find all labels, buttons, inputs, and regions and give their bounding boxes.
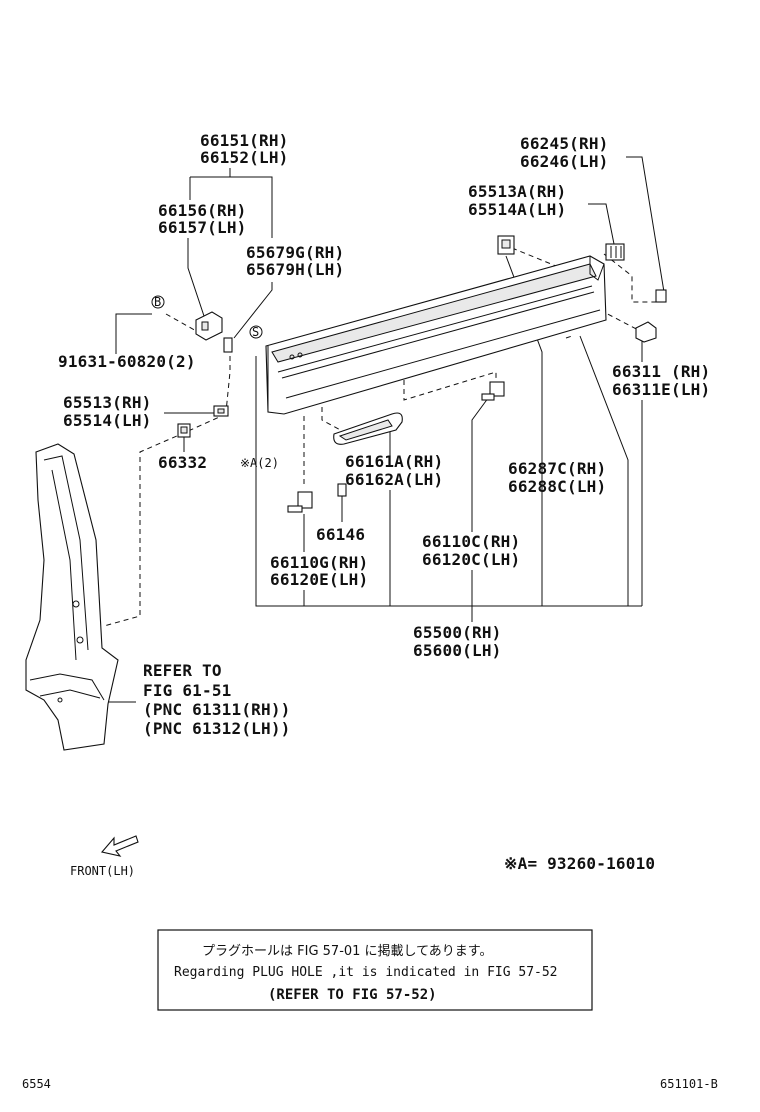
label-ref-a2: ※A(2) xyxy=(240,456,279,470)
refer-line-2[interactable]: FIG 61-51 xyxy=(143,681,232,700)
label-66245[interactable]: 66245(RH) xyxy=(520,134,609,153)
pillar-edge-3 xyxy=(29,673,105,701)
label-66146[interactable]: 66146 xyxy=(316,525,365,544)
pillar-edge-2 xyxy=(51,469,77,661)
callout-s: S xyxy=(249,325,263,339)
panel-groove-2 xyxy=(281,291,595,379)
label-66151[interactable]: 66151(RH) xyxy=(200,131,289,150)
leader-65679 xyxy=(233,282,273,339)
panel-edge-right xyxy=(589,256,605,281)
label-65513[interactable]: 65513(RH) xyxy=(63,393,152,412)
leader-65500-panel xyxy=(579,335,629,606)
label-65600[interactable]: 65600(LH) xyxy=(413,641,502,660)
refer-line-1: REFER TO xyxy=(143,661,222,680)
label-66287c[interactable]: 66287C(RH) xyxy=(508,459,606,478)
clip-66287c[interactable] xyxy=(497,235,515,255)
dash-66311 xyxy=(599,309,643,333)
leader-66151 xyxy=(190,176,273,238)
label-66162a[interactable]: 66162A(LH) xyxy=(345,470,443,489)
label-66152[interactable]: 66152(LH) xyxy=(200,148,289,167)
door-pillar-61311[interactable] xyxy=(25,443,119,751)
label-65514a[interactable]: 65514A(LH) xyxy=(468,200,566,219)
dash-66245 xyxy=(603,253,656,303)
label-66110c[interactable]: 66110C(RH) xyxy=(422,532,520,551)
label-66288c[interactable]: 66288C(LH) xyxy=(508,477,606,496)
label-66332[interactable]: 66332 xyxy=(158,453,207,472)
label-65514[interactable]: 65514(LH) xyxy=(63,411,152,430)
dash-panel xyxy=(565,335,573,339)
pillar-hole-2 xyxy=(76,636,84,644)
pillar-edge-4 xyxy=(39,689,101,699)
note-ref[interactable]: (REFER TO FIG 57-52) xyxy=(268,987,437,1003)
refer-line-3: (PNC 61311(RH)) xyxy=(143,700,291,719)
pillar-hole-3 xyxy=(57,697,63,703)
bracket-66311[interactable] xyxy=(635,321,657,343)
label-66246[interactable]: 66246(LH) xyxy=(520,152,609,171)
front-arrow-icon xyxy=(100,835,139,857)
note-en: Regarding PLUG HOLE ,it is indicated in … xyxy=(174,965,558,980)
pillar-hole-1 xyxy=(72,600,80,608)
leader-65513a xyxy=(588,203,615,245)
panel-hole-2 xyxy=(297,352,303,358)
label-66157[interactable]: 66157(LH) xyxy=(158,218,247,237)
leader-65500-bracket xyxy=(255,356,642,607)
clip-66332[interactable] xyxy=(177,423,191,438)
pillar-edge-1 xyxy=(43,455,89,651)
label-66311[interactable]: 66311 (RH) xyxy=(612,362,710,381)
panel-hole-1 xyxy=(289,354,295,360)
plug-hole-note: プラグホールは FIG 57-01 に掲載してあります。 Regarding P… xyxy=(157,929,593,1011)
label-66120c[interactable]: 66120C(LH) xyxy=(422,550,520,569)
label-66156[interactable]: 66156(RH) xyxy=(158,201,247,220)
label-65679g[interactable]: 65679G(RH) xyxy=(246,243,344,262)
page-number: 6554 xyxy=(22,1077,51,1091)
label-66161a[interactable]: 66161A(RH) xyxy=(345,452,443,471)
label-65679h[interactable]: 65679H(LH) xyxy=(246,260,344,279)
callout-s-text: S xyxy=(252,325,259,339)
figure-id: 651101-B xyxy=(660,1077,718,1091)
rod-66110c[interactable] xyxy=(481,381,505,401)
bracket-66156[interactable] xyxy=(195,311,223,341)
panel-groove-3 xyxy=(285,309,601,399)
note-box xyxy=(157,929,593,1011)
door-trim-panel[interactable] xyxy=(265,255,607,415)
label-66110g[interactable]: 66110G(RH) xyxy=(270,553,368,572)
dash-to-pillar xyxy=(103,413,227,627)
clip-65679[interactable] xyxy=(223,337,233,353)
rod-66110g[interactable] xyxy=(287,491,313,513)
footnote-a: ※A= 93260-16010 xyxy=(504,854,655,873)
label-65513a[interactable]: 65513A(RH) xyxy=(468,182,566,201)
cap-65513a[interactable] xyxy=(605,243,625,261)
inside-handle-66161a[interactable] xyxy=(333,412,403,445)
callout-b: B xyxy=(151,295,165,309)
leader-66110c xyxy=(471,389,495,532)
hook-66245[interactable] xyxy=(655,289,667,303)
clip-65513[interactable] xyxy=(213,405,229,417)
dash-clip-65513 xyxy=(225,356,231,413)
label-65500[interactable]: 65500(RH) xyxy=(413,623,502,642)
leader-91631 xyxy=(115,313,152,354)
dash-66110c xyxy=(403,371,497,401)
note-jp: プラグホールは FIG 57-01 に掲載してあります。 xyxy=(202,943,492,959)
leader-66245 xyxy=(626,156,665,293)
panel-groove-1 xyxy=(277,285,593,373)
front-label: FRONT(LH) xyxy=(70,864,135,878)
refer-line-4: (PNC 61312(LH)) xyxy=(143,719,291,738)
dash-b-bracket xyxy=(165,313,199,333)
label-91631[interactable]: 91631-60820(2) xyxy=(58,352,196,371)
leader-66156 xyxy=(187,238,205,317)
callout-b-text: B xyxy=(154,295,161,309)
label-66120e[interactable]: 66120E(LH) xyxy=(270,570,368,589)
dash-handle xyxy=(321,398,345,433)
label-66311e[interactable]: 66311E(LH) xyxy=(612,380,710,399)
pad-66146[interactable] xyxy=(337,483,347,497)
